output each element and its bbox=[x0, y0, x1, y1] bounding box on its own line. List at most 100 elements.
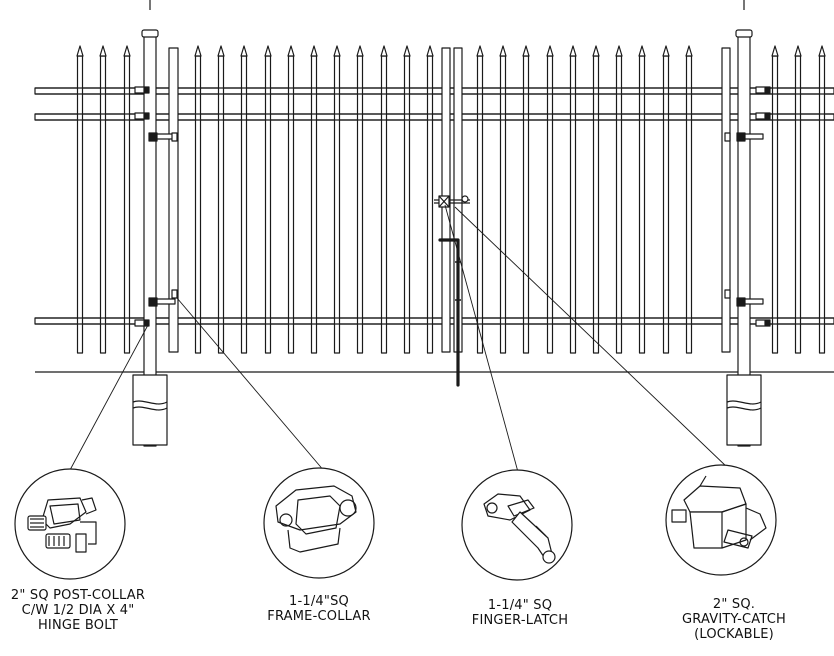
picket-finial bbox=[771, 45, 779, 57]
footing-break bbox=[726, 406, 762, 411]
picket-finial bbox=[287, 45, 295, 57]
label-finger-latch-line2: FINGER-LATCH bbox=[471, 613, 569, 628]
picket-finial bbox=[240, 45, 248, 57]
picket bbox=[818, 55, 826, 354]
gate-frame-stile bbox=[721, 47, 731, 353]
picket bbox=[403, 55, 411, 354]
picket-finial bbox=[123, 45, 131, 57]
picket bbox=[499, 55, 507, 354]
picket-finial bbox=[333, 45, 341, 57]
post-hardware bbox=[134, 86, 771, 327]
picket bbox=[264, 55, 272, 354]
label-post-collar-line1: 2" SQ POST-COLLAR bbox=[10, 588, 146, 603]
hinge-knuckle bbox=[736, 297, 746, 307]
picket bbox=[333, 55, 341, 354]
hinge-strap bbox=[156, 298, 176, 305]
picket bbox=[685, 55, 693, 354]
label-gravity-catch-line3: (LOCKABLE) bbox=[694, 627, 774, 642]
picket bbox=[662, 55, 670, 354]
footing-break bbox=[726, 400, 762, 405]
picket bbox=[569, 55, 577, 354]
label-frame-collar-line1: 1-1/4"SQ bbox=[289, 594, 349, 609]
collar bbox=[755, 86, 771, 94]
picket bbox=[522, 55, 530, 354]
picket-finial bbox=[685, 45, 693, 57]
picket bbox=[615, 55, 623, 354]
picket bbox=[287, 55, 295, 354]
picket-finial bbox=[794, 45, 802, 57]
label-gravity-catch-line2: GRAVITY-CATCH bbox=[682, 612, 786, 627]
picket bbox=[356, 55, 364, 354]
detail-finger-latch bbox=[461, 469, 573, 581]
picket-finial bbox=[264, 45, 272, 57]
collar bbox=[755, 319, 771, 327]
leader-lines bbox=[69, 204, 729, 473]
picket-finial bbox=[194, 45, 202, 57]
label-post-collar: 2" SQ POST-COLLAR C/W 1/2 DIA X 4" HINGE… bbox=[0, 588, 158, 633]
collar bbox=[134, 112, 150, 120]
label-gravity-catch-line1: 2" SQ. bbox=[712, 597, 756, 612]
picket bbox=[771, 55, 779, 354]
picket-finial bbox=[592, 45, 600, 57]
picket bbox=[546, 55, 554, 354]
collar bbox=[755, 112, 771, 120]
collar bbox=[134, 319, 150, 327]
collar bbox=[134, 86, 150, 94]
frame-collar bbox=[724, 289, 731, 299]
picket-finial bbox=[403, 45, 411, 57]
picket bbox=[240, 55, 248, 354]
label-frame-collar-line2: FRAME-COLLAR bbox=[267, 609, 371, 624]
label-finger-latch: 1-1/4" SQ FINGER-LATCH bbox=[452, 598, 588, 628]
hinge-knuckle bbox=[736, 132, 746, 142]
picket-finial bbox=[569, 45, 577, 57]
label-post-collar-line3: HINGE BOLT bbox=[37, 618, 119, 633]
picket-finial bbox=[426, 45, 434, 57]
picket bbox=[194, 55, 202, 354]
frame-collar bbox=[724, 132, 731, 142]
fence-posts bbox=[132, 29, 762, 447]
picket bbox=[592, 55, 600, 354]
picket bbox=[426, 55, 434, 354]
collar-bolt bbox=[764, 320, 770, 326]
label-post-collar-line2: C/W 1/2 DIA X 4" bbox=[21, 603, 135, 618]
picket-finial bbox=[546, 45, 554, 57]
picket bbox=[76, 55, 84, 354]
collar-bolt bbox=[764, 87, 770, 93]
picket-finial bbox=[380, 45, 388, 57]
hinge-strap bbox=[744, 298, 764, 305]
detail-post-collar bbox=[14, 468, 126, 580]
picket bbox=[794, 55, 802, 354]
finger-latch-assembly bbox=[434, 195, 470, 387]
picket bbox=[123, 55, 131, 354]
collar-bolt bbox=[764, 113, 770, 119]
picket-finial bbox=[76, 45, 84, 57]
top-ticks bbox=[149, 0, 745, 10]
hinge-knuckle bbox=[148, 297, 158, 307]
picket-finial bbox=[499, 45, 507, 57]
picket-finial bbox=[476, 45, 484, 57]
picket-finial bbox=[662, 45, 670, 57]
label-frame-collar: 1-1/4"SQ FRAME-COLLAR bbox=[244, 594, 394, 624]
hinge-strap bbox=[744, 133, 764, 140]
picket-finial bbox=[99, 45, 107, 57]
collar-bolt bbox=[143, 87, 149, 93]
frame-collar bbox=[171, 289, 178, 299]
picket bbox=[380, 55, 388, 354]
picket-finial bbox=[818, 45, 826, 57]
hinge-knuckle bbox=[148, 132, 158, 142]
footing-break bbox=[132, 400, 168, 405]
picket bbox=[638, 55, 646, 354]
collar-bolt bbox=[143, 113, 149, 119]
footing-break bbox=[132, 406, 168, 411]
picket-finial bbox=[356, 45, 364, 57]
picket-finial bbox=[638, 45, 646, 57]
fence-pickets bbox=[35, 45, 834, 354]
picket-finial bbox=[522, 45, 530, 57]
picket-finial bbox=[217, 45, 225, 57]
label-finger-latch-line1: 1-1/4" SQ bbox=[487, 598, 553, 613]
label-gravity-catch: 2" SQ. GRAVITY-CATCH (LOCKABLE) bbox=[660, 597, 808, 642]
picket bbox=[99, 55, 107, 354]
collar-bolt bbox=[143, 320, 149, 326]
picket bbox=[476, 55, 484, 354]
